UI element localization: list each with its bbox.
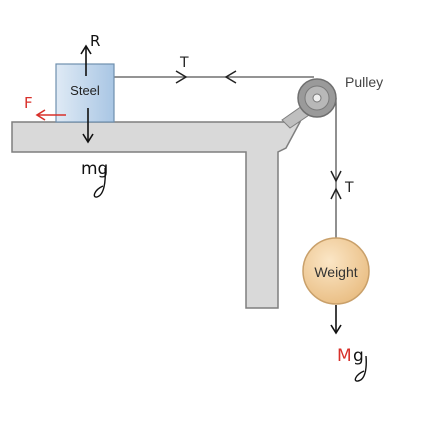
- pulley: [297, 78, 337, 118]
- hanging-weight-g-tail: [354, 355, 367, 382]
- weight-ball: [302, 237, 370, 305]
- weight-label: Weight: [314, 264, 357, 280]
- friction-arrow: [35, 109, 66, 121]
- hanging-weight-arrow: [330, 305, 342, 335]
- tension-horizontal-label: T: [179, 55, 189, 71]
- tension-arrow-up: [330, 187, 342, 200]
- block-weight-g-tail: [93, 167, 106, 198]
- tension-arrow-down: [330, 170, 342, 183]
- hanging-weight-label-g: g: [353, 346, 364, 366]
- normal-force-arrow: [80, 44, 92, 76]
- normal-force-label: R: [90, 32, 100, 50]
- steel-label: Steel: [70, 83, 100, 98]
- block-weight-arrow: [82, 108, 94, 144]
- tension-vertical-label: T: [344, 180, 354, 196]
- tension-arrow-right: [175, 70, 188, 84]
- table: [11, 121, 302, 309]
- hanging-weight-label-m: M: [337, 346, 352, 366]
- block-weight-label: mg: [81, 159, 108, 179]
- pulley-label: Pulley: [345, 74, 383, 90]
- tension-arrow-left: [224, 70, 237, 84]
- steel-block: [55, 63, 115, 123]
- friction-label: F: [24, 94, 33, 112]
